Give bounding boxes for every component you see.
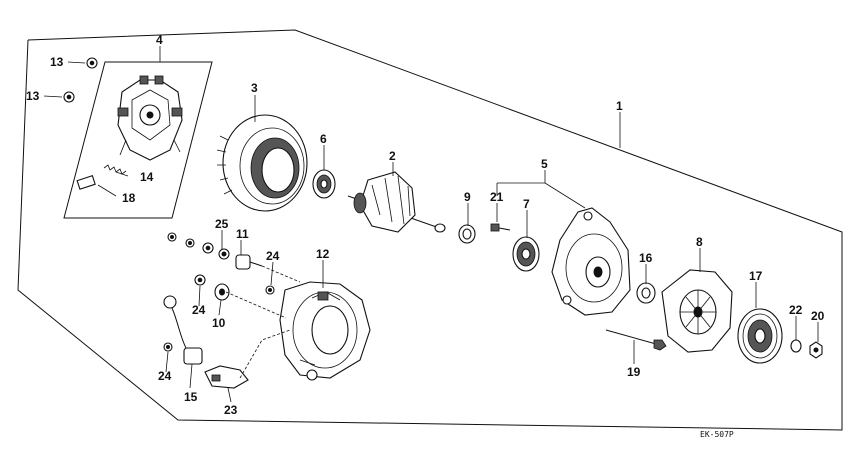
pulley-nut-part-20 xyxy=(809,341,823,359)
nut-part-24a xyxy=(265,285,275,295)
callout-labels: 1 2 3 4 5 6 7 8 9 10 11 12 13 13 14 15 1… xyxy=(26,33,825,417)
nut-part-13b xyxy=(63,91,75,103)
callout-18: 18 xyxy=(122,191,136,205)
bushing-part-10 xyxy=(214,283,230,301)
drawing-code: EK-507P xyxy=(700,430,734,439)
rear-housing-part xyxy=(279,281,371,381)
callout-11: 11 xyxy=(236,227,249,241)
callout-9: 9 xyxy=(464,190,471,204)
callout-12: 12 xyxy=(316,247,330,261)
callout-8: 8 xyxy=(696,235,703,249)
nut-part-24c xyxy=(163,342,173,352)
assembly-guide-lines xyxy=(225,265,301,379)
screw-part-21 xyxy=(490,223,511,232)
washer-part-16 xyxy=(636,282,656,304)
front-bearing-part-6 xyxy=(312,169,336,199)
callout-24a: 24 xyxy=(266,249,280,263)
terminal-insulator-part-11 xyxy=(235,254,263,270)
callout-6: 6 xyxy=(320,132,327,146)
fan-part xyxy=(661,269,733,353)
stator-part xyxy=(216,114,308,212)
nut-part-24b xyxy=(194,274,206,286)
spacer-ring-part-9 xyxy=(458,224,476,244)
callout-5: 5 xyxy=(541,157,548,171)
bracket-part-23 xyxy=(204,365,249,389)
callout-24c: 24 xyxy=(158,369,172,383)
callout-7: 7 xyxy=(523,197,530,211)
callout-20: 20 xyxy=(811,309,825,323)
callout-22: 22 xyxy=(789,303,803,317)
rear-bearing-part-7 xyxy=(512,236,540,272)
callout-17: 17 xyxy=(749,269,763,283)
rotor-part xyxy=(347,171,446,233)
callout-3: 3 xyxy=(251,81,258,95)
terminal-nuts xyxy=(167,232,230,260)
callout-25: 25 xyxy=(215,217,229,231)
rectifier-holder-part xyxy=(117,75,183,161)
leader-lines xyxy=(43,46,819,403)
callout-1: 1 xyxy=(616,99,623,113)
callout-19: 19 xyxy=(627,365,641,379)
callout-13a: 13 xyxy=(50,55,64,69)
callout-15: 15 xyxy=(184,390,198,404)
callout-14: 14 xyxy=(140,170,154,184)
through-bolt-part-19 xyxy=(605,329,667,351)
callout-10: 10 xyxy=(212,316,226,330)
brush-spring-part xyxy=(103,164,127,175)
callout-21: 21 xyxy=(490,190,504,204)
lock-washer-part-22 xyxy=(790,339,802,353)
callout-2: 2 xyxy=(389,149,396,163)
brush-holder-frame xyxy=(63,61,213,219)
brush-part xyxy=(76,175,96,190)
callout-23: 23 xyxy=(224,403,238,417)
nut-part-13a xyxy=(86,57,98,69)
end-frame-part xyxy=(551,207,631,316)
pulley-part xyxy=(737,308,783,364)
callout-4: 4 xyxy=(156,33,163,47)
callout-24b: 24 xyxy=(192,303,206,317)
callout-16: 16 xyxy=(639,251,653,265)
assembly-outline xyxy=(17,29,843,431)
callout-13b: 13 xyxy=(26,89,40,103)
regulator-part-15 xyxy=(163,295,203,365)
